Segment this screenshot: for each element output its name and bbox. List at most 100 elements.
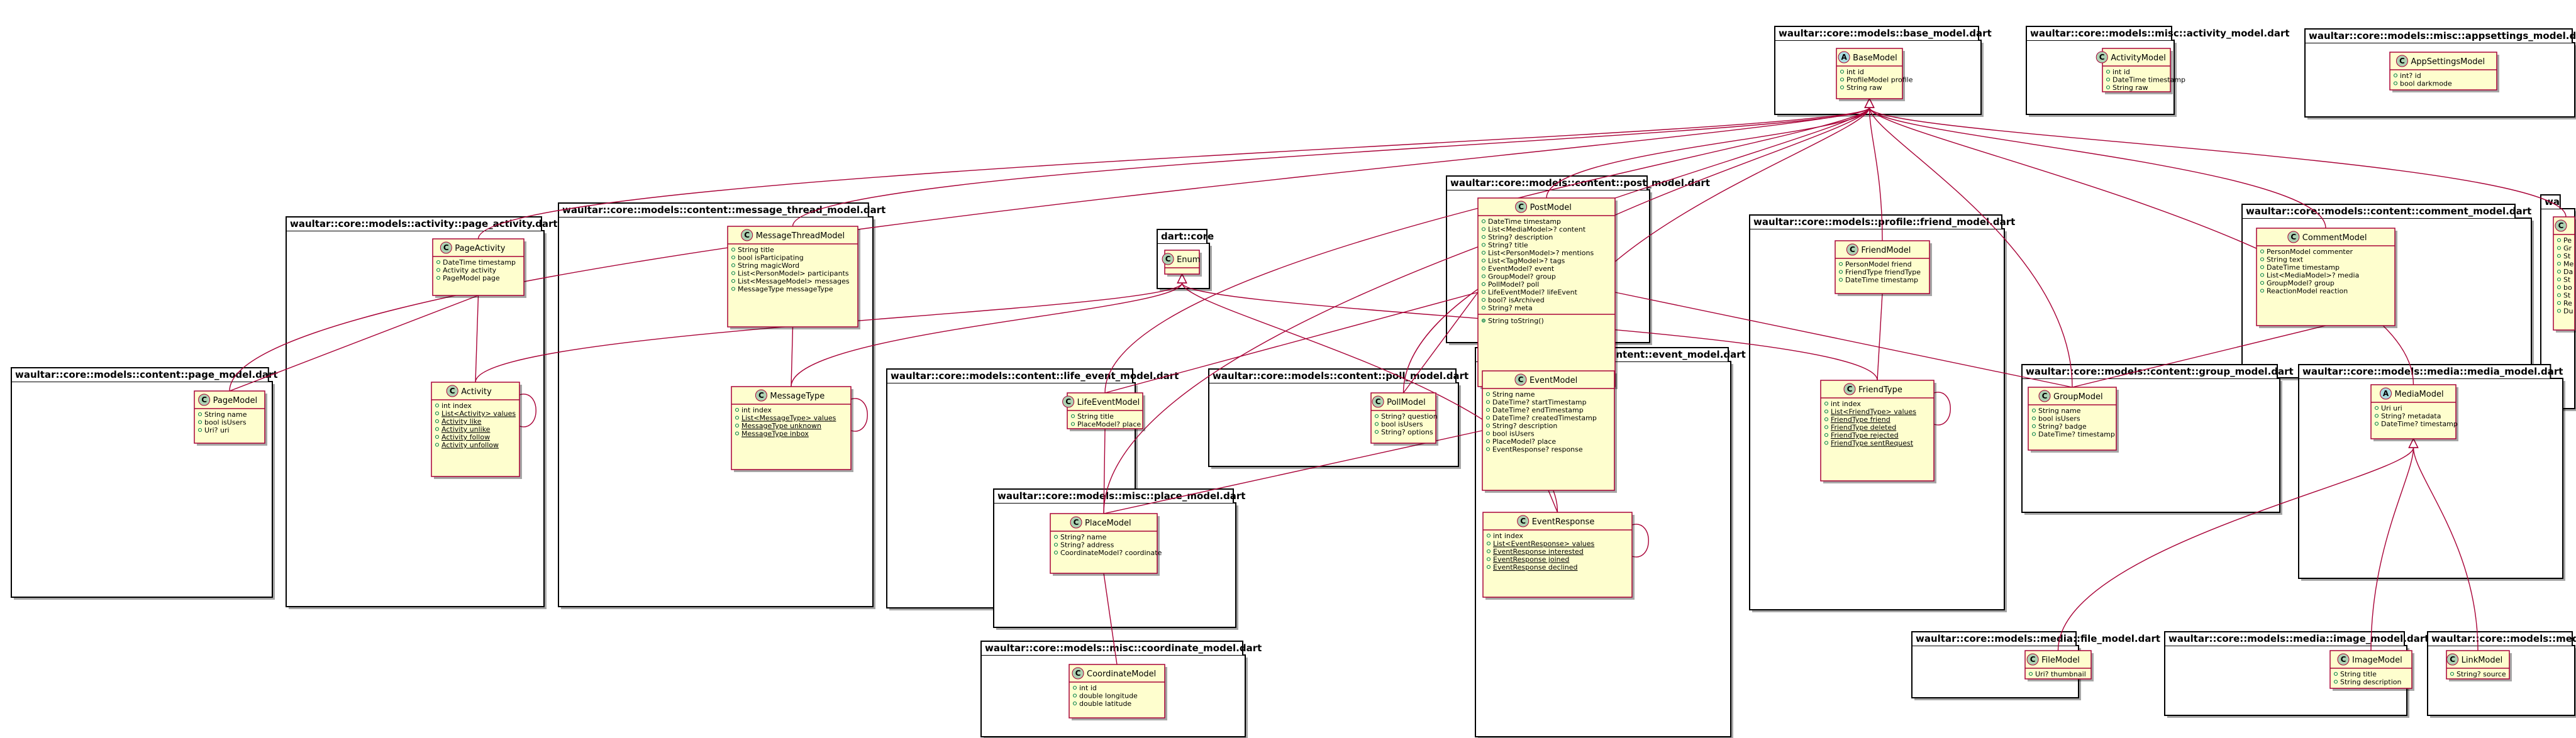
stereotype-letter: C: [1850, 245, 1855, 254]
class-attribute: List<TagModel>? tags: [1488, 257, 1565, 265]
class-name: LinkModel: [2462, 656, 2503, 665]
inherit-line: [2370, 447, 2414, 651]
class-icon: [1515, 201, 1528, 213]
stereotype-letter: C: [1520, 517, 1526, 526]
public-visibility-icon: [1481, 243, 1486, 247]
inherit-line: [1868, 107, 1883, 241]
public-visibility-icon: [436, 268, 441, 272]
abstract-class-icon: [1838, 51, 1850, 63]
class-attribute: List<FriendType> values: [1831, 408, 1916, 416]
package-title: waultar::core::models::media::image_mode…: [2168, 633, 2429, 644]
public-visibility-icon: [1374, 422, 1379, 426]
public-visibility-icon: [2557, 262, 2562, 266]
package-tab: [886, 368, 1133, 383]
class-box: [2102, 48, 2171, 92]
public-visibility-icon: [1053, 534, 1058, 539]
class-attribute: double latitude: [1079, 700, 1131, 708]
package-title: waultar::core::models::content::group_mo…: [2026, 366, 2294, 377]
package-title: waultar::core::models::content::message_…: [562, 204, 886, 216]
assoc-line: [1103, 430, 1483, 514]
public-visibility-icon: [1481, 227, 1486, 231]
public-visibility-icon: [2106, 69, 2111, 74]
assoc-line: [1103, 573, 1118, 665]
package-title: waultar::core::models::profile::friend_m…: [1753, 216, 2015, 228]
package-tab: [558, 202, 869, 217]
class-icon: [1072, 667, 1084, 680]
public-visibility-icon: [2333, 671, 2338, 676]
public-visibility-icon: [1486, 549, 1491, 554]
class-attribute: DateTime? endTimestamp: [1492, 406, 1584, 414]
self-relation: [1631, 524, 1649, 558]
stereotype-letter: C: [2030, 655, 2036, 664]
class-icon: [1517, 515, 1530, 527]
inherit-line: [2057, 447, 2414, 651]
package-title: waultar::core::models::misc::place_model…: [997, 490, 1245, 502]
class-name: Activity: [461, 387, 492, 397]
class-icon: [2096, 51, 2108, 63]
public-visibility-icon: [1053, 550, 1058, 555]
package-tab: [2164, 631, 2405, 646]
package-title: waultar::core::models::misc::coordinate_…: [985, 642, 1262, 654]
relation-PostModel-LifeEventModel: [1104, 292, 1479, 394]
class-icon: [1062, 395, 1075, 408]
class-box: [1069, 664, 1165, 719]
class-attribute: ReactionModel reaction: [2267, 287, 2348, 295]
public-visibility-icon: [1374, 414, 1379, 419]
public-visibility-icon: [1072, 701, 1077, 706]
public-visibility-icon: [2374, 421, 2379, 426]
public-visibility-icon: [1481, 266, 1486, 271]
class-icon: [1843, 383, 1856, 395]
stereotype-letter: C: [744, 231, 750, 240]
class-box: [431, 382, 520, 477]
package-tab: [1157, 229, 1208, 243]
relation-MessageThreadModel-BaseModel: [792, 97, 1875, 227]
class-box: [1050, 513, 1158, 574]
package-title: waultar::core::models::media::file_model…: [1916, 633, 2160, 644]
class-attribute: String description: [2340, 678, 2402, 686]
package-title: waultar::core::models::content::life_eve…: [891, 370, 1179, 382]
public-visibility-icon: [1070, 422, 1075, 426]
class-attribute: St: [2563, 252, 2571, 260]
class-attribute: St: [2563, 292, 2571, 300]
class-attribute: String? metadata: [2381, 412, 2441, 421]
package-tab: [2021, 364, 2278, 378]
class-attribute: St: [2563, 276, 2571, 284]
public-visibility-icon: [1374, 429, 1379, 434]
class-attribute: Pe: [2563, 236, 2572, 245]
package-tab: [2026, 26, 2172, 40]
class-attribute: DateTime timestamp: [443, 258, 516, 267]
public-visibility-icon: [2557, 269, 2562, 274]
stereotype-letter: C: [1165, 255, 1171, 263]
class-box: [727, 226, 858, 328]
public-visibility-icon: [2557, 238, 2562, 243]
class-name: MessageType: [770, 392, 824, 401]
class-icon: [741, 229, 753, 241]
